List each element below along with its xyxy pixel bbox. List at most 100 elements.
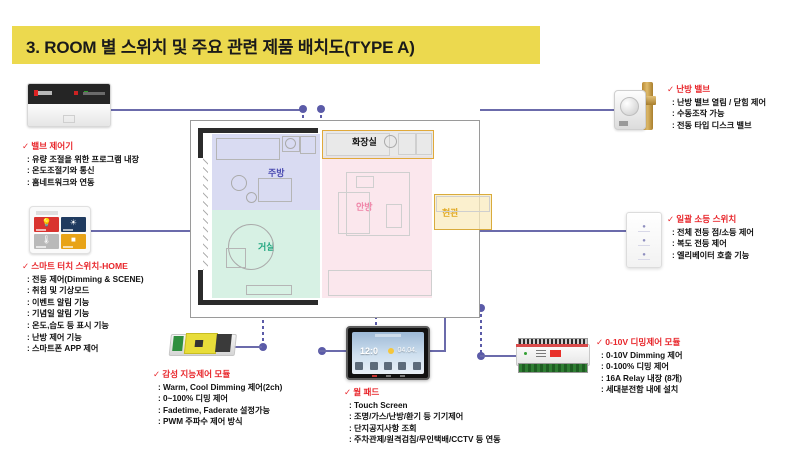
callout-heating-valve: ✓난방 밸브 : 난방 밸브 열림 / 닫힘 제어 : 수동조작 가능 : 전동… xyxy=(667,83,766,131)
device-sensitivity-module xyxy=(168,330,237,356)
callout-line: : 난방 밸브 열림 / 닫힘 제어 xyxy=(672,97,766,107)
plan-wall xyxy=(198,128,318,133)
plan-fixture xyxy=(338,192,370,234)
room-label-kitchen: 주방 xyxy=(268,168,285,178)
back-key[interactable] xyxy=(399,375,405,377)
callout-heading-text: 밸브 제어기 xyxy=(31,141,74,151)
connector-node-a xyxy=(299,105,307,113)
relay-display xyxy=(550,350,561,357)
check-icon: ✓ xyxy=(667,214,675,224)
terminal-block-green xyxy=(172,336,184,351)
callout-line: : 이벤트 알림 기능 xyxy=(27,297,90,307)
check-icon: ✓ xyxy=(344,387,352,397)
plan-fixture xyxy=(386,204,402,228)
wall-pad-screen[interactable]: 12:0 04.04. xyxy=(352,332,424,374)
callout-heading-text: 스마트 터치 스위치-HOME xyxy=(31,261,128,271)
valve-brass-joint xyxy=(639,96,656,105)
tile-lighting: 💡 xyxy=(34,217,60,233)
plan-fixture xyxy=(436,196,490,212)
menu-key[interactable] xyxy=(385,375,391,377)
callout-line: : PWM 주파수 제어 방식 xyxy=(158,417,243,427)
device-batch-off-switch: ● ● ● xyxy=(626,212,662,268)
app-icon: ■ xyxy=(70,235,76,245)
relay-vents xyxy=(536,350,546,358)
tile-app: ■ xyxy=(60,233,86,249)
connector-line-hvalve xyxy=(480,109,616,111)
valve-brass-body xyxy=(642,82,653,130)
callout-line: : 0-10V Dimming 제어 xyxy=(601,350,683,360)
room-label-entry: 현관 xyxy=(442,208,459,218)
callout-smart-touch-switch: ✓스마트 터치 스위치-HOME : 전등 제어(Dimming & SCENE… xyxy=(22,260,144,355)
callout-line: : 난방 제어 기능 xyxy=(27,332,82,342)
tile-scene: ☀ xyxy=(60,217,86,233)
plan-fixture xyxy=(416,133,432,155)
callout-heading: ✓감성 지능제어 모듈 xyxy=(153,368,282,380)
plan-fixture xyxy=(285,138,296,149)
power-key[interactable] xyxy=(371,375,377,377)
device-valve-controller xyxy=(27,83,111,127)
callout-line: : 온도,습도 등 표시 기능 xyxy=(27,321,109,331)
screen-dock[interactable] xyxy=(352,360,424,372)
phone-icon[interactable] xyxy=(355,362,364,370)
callout-line: : 조명/가스/난방/환기 등 기기제어 xyxy=(349,412,464,422)
light-icon[interactable] xyxy=(369,362,378,370)
callout-heading: ✓난방 밸브 xyxy=(667,83,766,95)
switch-button-2[interactable]: ● xyxy=(638,238,650,246)
room-label-bedroom: 안방 xyxy=(356,202,373,212)
plan-fixture xyxy=(300,136,316,154)
callout-line: : 복도 전등 제어 xyxy=(672,239,727,249)
bulb-icon: 💡 xyxy=(41,218,52,228)
check-icon: ✓ xyxy=(153,369,161,379)
plan-fixture xyxy=(356,176,374,188)
device-smart-touch-switch: 💡 ☀ 🌡 ■ xyxy=(29,206,91,254)
connector-line-valvectl xyxy=(108,109,303,111)
callout-line: : 주차관제/원격검침/무인택배/CCTV 등 연동 xyxy=(349,435,501,445)
chip-icon xyxy=(194,340,204,347)
plan-fixture xyxy=(231,175,247,191)
callout-heading: ✓0-10V 디밍제어 모듈 xyxy=(596,336,683,348)
callout-sensitivity-module: ✓감성 지능제어 모듈 : Warm, Cool Dimming 제어(2ch)… xyxy=(153,368,282,428)
check-icon: ✓ xyxy=(22,141,30,151)
plan-fixture xyxy=(258,178,292,202)
plan-fixture xyxy=(326,133,390,156)
connector-drop-relay xyxy=(480,308,482,354)
switch-button-3[interactable]: ● xyxy=(638,252,650,260)
callout-line: : 유량 조절을 위한 프로그램 내장 xyxy=(27,154,140,164)
screen-time: 12:0 xyxy=(360,346,379,356)
floor-plan: 주방 거실 안방 화장실 현관 xyxy=(190,120,492,318)
callout-line: : 기념일 알림 기능 xyxy=(27,309,90,319)
manual-knob-icon xyxy=(620,97,639,116)
callout-heading-text: 난방 밸브 xyxy=(676,84,711,94)
callout-line: : 수동조작 가능 xyxy=(672,109,725,119)
switch-button-1[interactable]: ● xyxy=(638,224,650,232)
callout-heading-text: 감성 지능제어 모듈 xyxy=(162,369,231,379)
plan-wall xyxy=(198,270,203,305)
relay-stripe xyxy=(516,344,588,347)
connector-line-wallpad-right xyxy=(430,350,446,352)
home-icon[interactable] xyxy=(383,362,392,370)
connector-line-wallpad xyxy=(318,350,348,352)
connector-node-b xyxy=(317,105,325,113)
callout-line: : 취침 및 기상모드 xyxy=(27,286,90,296)
callout-dimming-module-0-10v: ✓0-10V 디밍제어 모듈 : 0-10V Dimming 제어 : 0-10… xyxy=(596,336,683,396)
plan-fixture xyxy=(226,248,246,268)
plan-fixture xyxy=(216,138,280,160)
lock-icon[interactable] xyxy=(412,362,421,370)
callout-batch-off-switch: ✓일괄 소등 스위치 : 전체 전등 점/소등 제어 : 복도 전등 제어 : … xyxy=(667,213,754,261)
callout-heading: ✓월 패드 xyxy=(344,386,501,398)
callout-line: : Fadetime, Faderate 설정가능 xyxy=(158,405,271,415)
plan-fixture xyxy=(246,192,257,203)
connector-line-relay xyxy=(480,355,518,357)
check-icon: ✓ xyxy=(596,337,604,347)
hardware-keys[interactable] xyxy=(348,373,428,379)
callout-line: : 0-100% 디밍 제어 xyxy=(601,362,669,372)
valve-controller-panel xyxy=(28,84,110,104)
cctv-icon[interactable] xyxy=(398,362,407,370)
power-led-icon xyxy=(524,352,527,355)
callout-line: : 전체 전등 점/소등 제어 xyxy=(672,227,754,237)
thermometer-icon: 🌡 xyxy=(41,235,52,245)
screen-date: 04.04. xyxy=(397,347,417,354)
callout-line: : 전등 제어(Dimming & SCENE) xyxy=(27,274,144,284)
plan-fixture xyxy=(346,172,410,236)
device-wall-pad: 12:0 04.04. xyxy=(346,326,430,380)
